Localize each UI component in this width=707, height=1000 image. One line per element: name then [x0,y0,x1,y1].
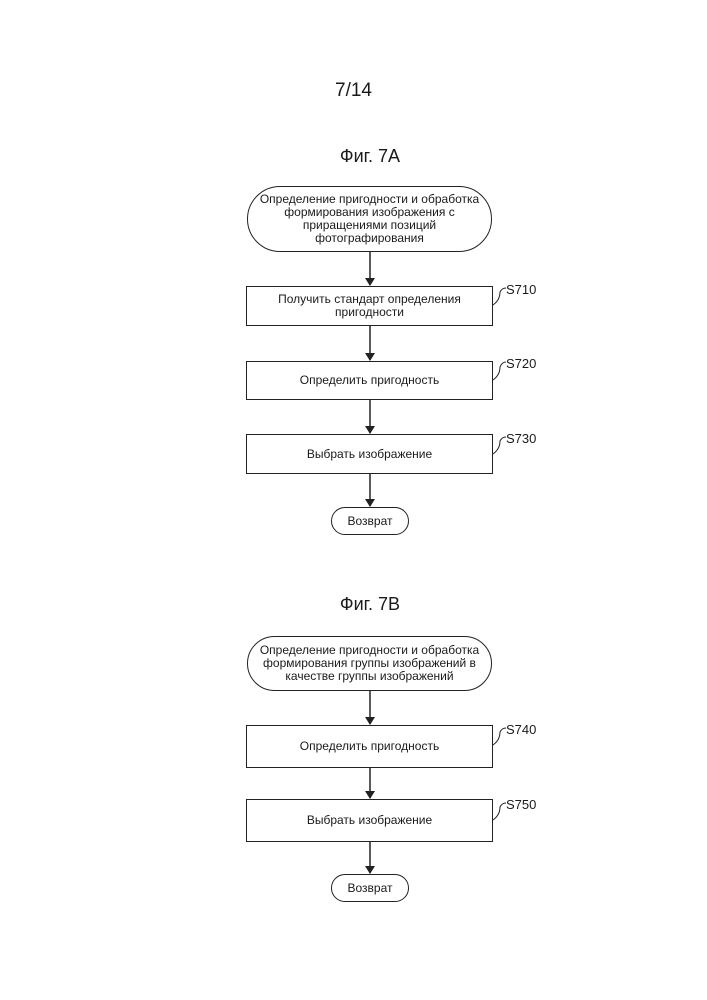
fig7a-step-s720: Определить пригодность [246,361,493,400]
fig7a-step-s710: Получить стандарт определения пригодност… [246,286,493,326]
step-label-s720: S720 [506,356,536,371]
fig7b-start-terminal: Определение пригодности и обработка форм… [247,636,492,691]
leader-s730 [493,437,506,454]
leader-s720 [493,362,506,380]
fig7a-end-terminal: Возврат [331,507,409,535]
fig7a-start-terminal: Определение пригодности и обработка форм… [247,186,492,252]
figure-7b-title: Фиг. 7B [0,594,707,615]
page-number: 7/14 [0,80,707,102]
leader-s710 [493,288,506,305]
leader-s750 [493,803,506,820]
step-label-s730: S730 [506,431,536,446]
step-label-s750: S750 [506,797,536,812]
fig7b-step-s750: Выбрать изображение [246,799,493,842]
step-label-s710: S710 [506,282,536,297]
fig7a-step-s730: Выбрать изображение [246,434,493,474]
fig7b-step-s740: Определить пригодность [246,725,493,768]
step-label-s740: S740 [506,722,536,737]
figure-7a-title: Фиг. 7A [0,146,707,167]
leader-s740 [493,728,506,745]
fig7b-end-terminal: Возврат [331,874,409,902]
